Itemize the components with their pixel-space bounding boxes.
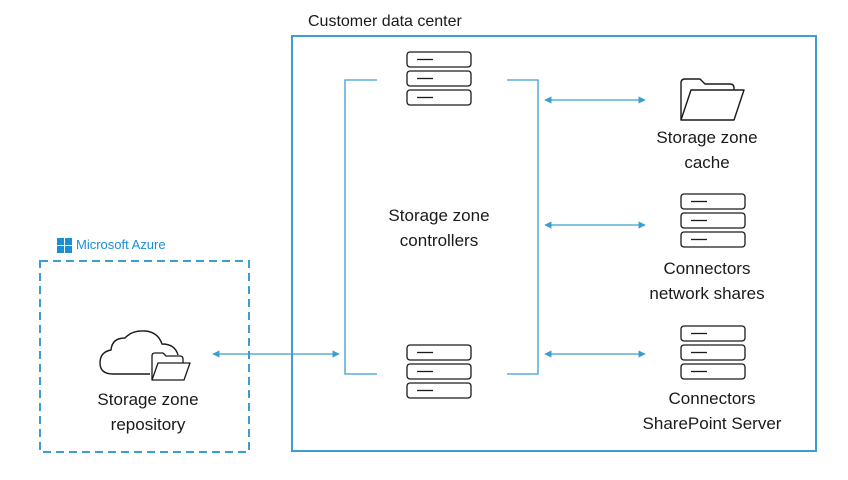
windows-logo-icon <box>57 238 72 253</box>
repository-label: Storage zone repository <box>97 390 199 434</box>
folder-icon <box>680 78 745 121</box>
network-shares-label: Connectors network shares <box>649 259 765 303</box>
controllers-right-bracket <box>507 79 539 375</box>
server-stack-icon <box>680 193 746 248</box>
sharepoint-label: Connectors SharePoint Server <box>642 389 782 433</box>
controllers-left-bracket <box>344 79 377 375</box>
datacenter-boundary <box>291 35 817 452</box>
datacenter-title: Customer data center <box>308 13 462 30</box>
server-stack-icon <box>406 51 472 106</box>
azure-brand-label: Microsoft Azure <box>76 237 166 252</box>
controllers-label: Storage zone controllers <box>388 206 490 250</box>
server-stack-icon <box>680 325 746 380</box>
cache-label: Storage zone cache <box>656 128 758 172</box>
folder-icon <box>151 352 191 381</box>
cloud-icon <box>99 330 179 375</box>
server-stack-icon <box>406 344 472 399</box>
